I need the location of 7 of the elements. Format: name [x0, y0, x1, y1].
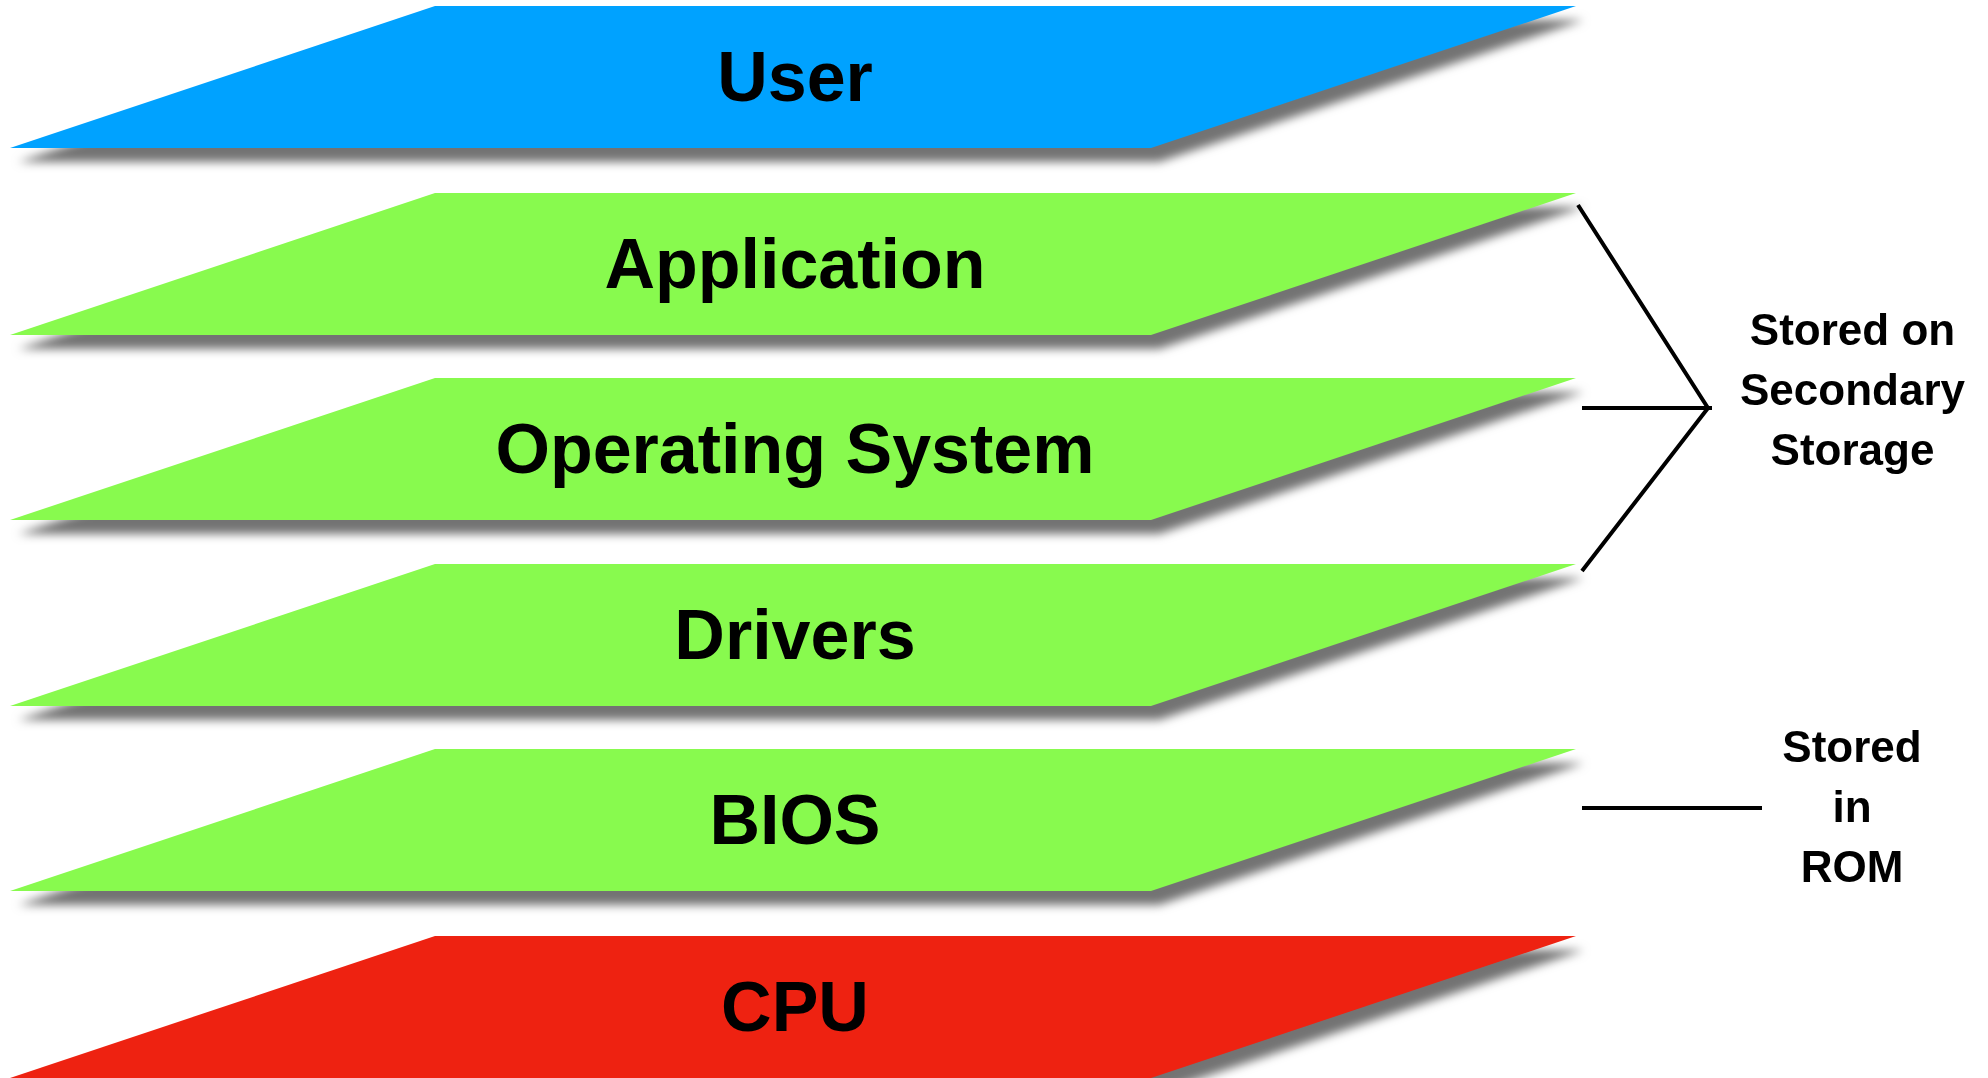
storage-note: Stored on Secondary Storage — [1740, 304, 1965, 476]
leader-line — [1582, 806, 1762, 810]
layer-label: Drivers — [674, 600, 916, 670]
layer-label: CPU — [721, 972, 869, 1042]
layer-label: User — [717, 42, 873, 112]
layer-label: BIOS — [709, 785, 881, 855]
storage-note: Stored in ROM — [1782, 721, 1922, 893]
